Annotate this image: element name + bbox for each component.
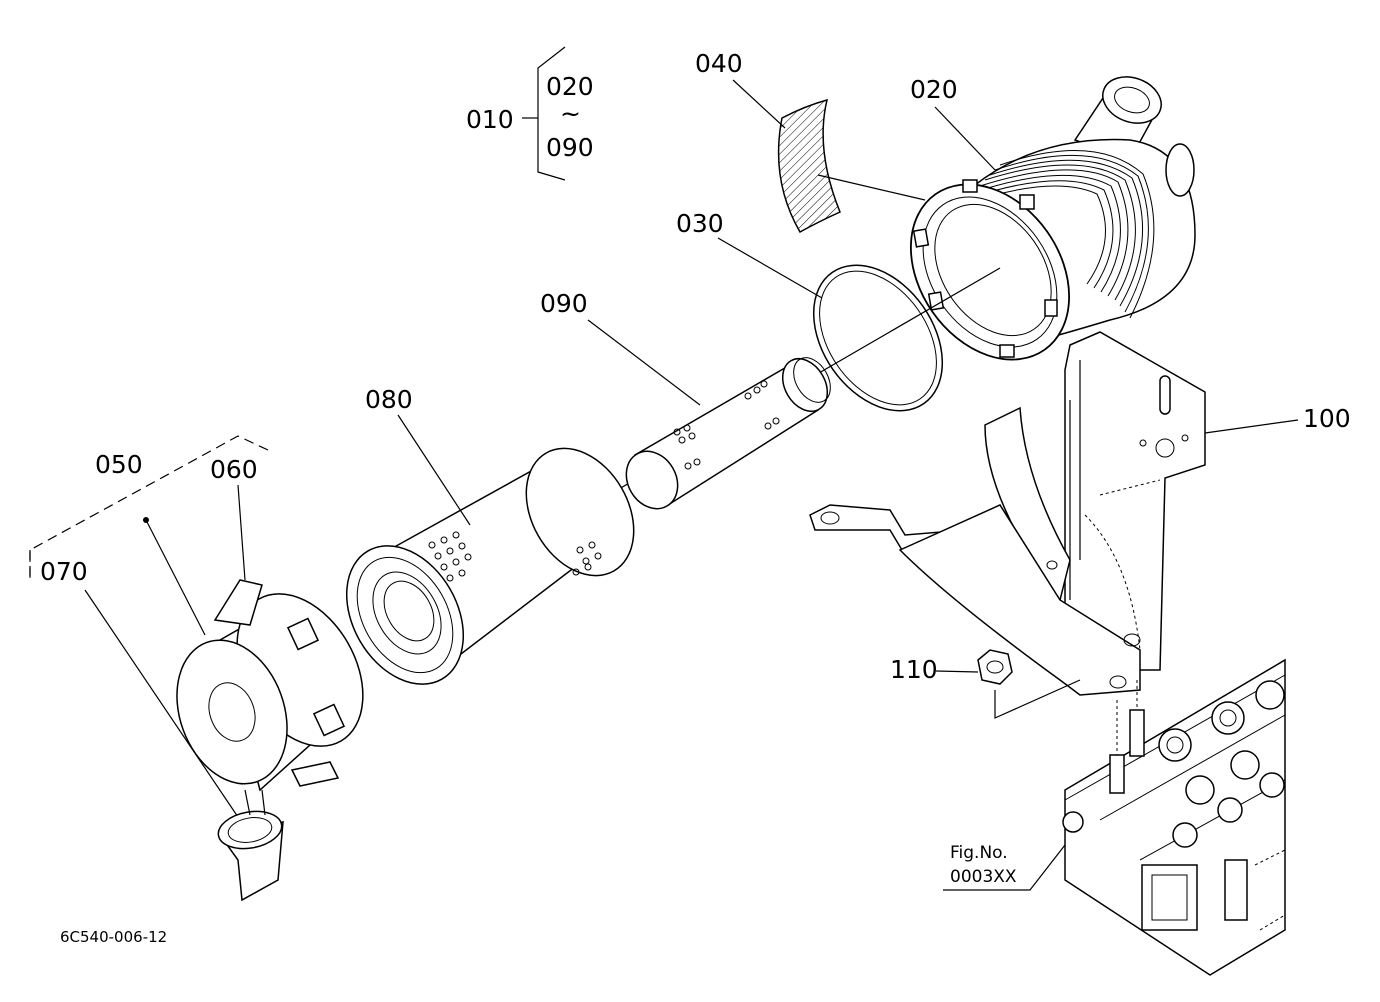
label-090-range-end: 090 <box>546 133 594 162</box>
label-110: 110 <box>890 655 938 684</box>
part-050-cover-assembly: 050 060 <box>29 435 364 792</box>
label-070: 070 <box>40 557 88 586</box>
drawing-code: 6C540-006-12 <box>60 928 167 946</box>
fig-ref-line2: 0003XX <box>950 867 1017 887</box>
label-010: 010 <box>466 105 514 134</box>
part-040-label-sticker: 040 <box>695 49 926 234</box>
label-080: 080 <box>365 385 413 414</box>
part-030-o-ring: 030 <box>676 209 944 412</box>
part-020-air-cleaner-body: 020 <box>909 75 1196 361</box>
part-100-mounting-bracket: 100 <box>809 331 1351 696</box>
part-090-safety-element: 090 <box>540 289 831 510</box>
engine-cylinder-head-reference <box>1062 360 1286 976</box>
label-020: 020 <box>910 75 958 104</box>
figure-reference: Fig.No. 0003XX <box>943 843 1066 891</box>
fig-ref-line1: Fig.No. <box>950 843 1008 863</box>
part-080-filter-element: 080 <box>345 385 635 685</box>
label-030: 030 <box>676 209 724 238</box>
assembly-range-bracket: 010 020 ~ 090 <box>466 46 594 181</box>
label-100: 100 <box>1303 404 1351 433</box>
label-090: 090 <box>540 289 588 318</box>
part-070-dust-valve: 070 <box>29 550 284 902</box>
label-020-range-start: 020 <box>546 72 594 101</box>
label-060: 060 <box>210 455 258 484</box>
range-tilde: ~ <box>560 99 581 128</box>
part-110-flange-nut: 110 <box>890 649 1081 719</box>
label-040: 040 <box>695 49 743 78</box>
label-050: 050 <box>95 450 143 479</box>
